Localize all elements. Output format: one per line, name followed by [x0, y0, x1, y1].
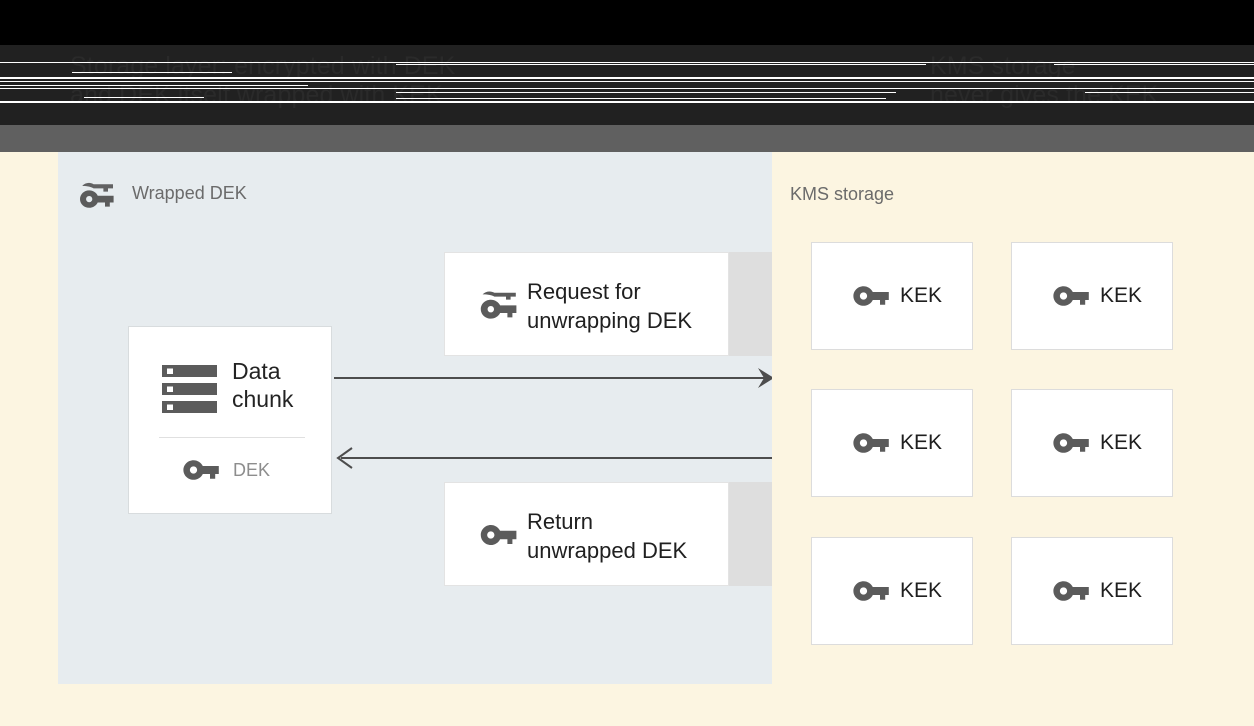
kek-label: KEK — [900, 284, 943, 307]
kek-box[interactable]: KEK — [1011, 242, 1173, 350]
kek-label: KEK — [900, 579, 943, 602]
request-message-label: Request for unwrapping DEK — [527, 279, 693, 333]
key-icon — [1052, 578, 1090, 604]
return-message-card[interactable]: Return unwrapped DEK — [444, 482, 729, 586]
request-message-card[interactable]: Request for unwrapping DEK — [444, 252, 729, 356]
kek-label: KEK — [1100, 284, 1143, 307]
key-icon — [1052, 283, 1090, 309]
data-chunk-card[interactable]: Data chunk DEK — [128, 326, 332, 514]
wrapped-key-icon — [479, 291, 521, 319]
key-icon — [852, 578, 890, 604]
header-black-band — [0, 0, 1254, 45]
scanline-artifact — [0, 88, 1254, 89]
key-icon — [479, 521, 521, 549]
return-arrow — [336, 447, 774, 469]
scanline-artifact — [0, 85, 308, 86]
kms-storage-panel-title: KMS storage — [790, 184, 895, 204]
wrapped-dek-panel-title: Wrapped DEK — [132, 183, 247, 203]
scanline-artifact — [0, 81, 1254, 82]
scanline-artifact — [396, 92, 896, 93]
kek-label: KEK — [1100, 431, 1143, 454]
kek-label: KEK — [900, 431, 943, 454]
header-right-title: KMS storage never gives the KEK — [930, 52, 1159, 109]
scanline-artifact — [1054, 64, 1254, 65]
scanline-artifact — [1085, 92, 1254, 93]
scanline-artifact — [0, 77, 1254, 79]
storage-chunk-icon — [162, 365, 217, 413]
header-left-title: Storage layer: encrypted with DEK and DE… — [70, 52, 456, 109]
scanline-artifact — [0, 101, 1254, 103]
kek-box[interactable]: KEK — [811, 389, 973, 497]
kek-box[interactable]: KEK — [1011, 389, 1173, 497]
key-icon — [852, 430, 890, 456]
key-icon — [182, 457, 220, 483]
kek-box[interactable]: KEK — [811, 537, 973, 645]
key-icon — [1052, 430, 1090, 456]
data-chunk-label: Data chunk — [232, 358, 294, 412]
data-card-divider — [159, 437, 305, 438]
scanline-artifact — [0, 62, 1254, 63]
scanline-artifact — [396, 98, 886, 99]
window-header-region: Storage layer: encrypted with DEK and DE… — [0, 0, 1254, 152]
return-message-label: Return unwrapped DEK — [527, 509, 688, 563]
key-icon — [852, 283, 890, 309]
scanline-artifact — [84, 97, 204, 98]
wrapped-key-icon — [78, 182, 118, 208]
dek-label: DEK — [233, 460, 271, 480]
kek-label: KEK — [1100, 579, 1143, 602]
kek-box[interactable]: KEK — [811, 242, 973, 350]
scanline-artifact — [72, 72, 232, 73]
kek-box[interactable]: KEK — [1011, 537, 1173, 645]
header-gray-strip — [0, 125, 1254, 152]
scanline-artifact — [396, 64, 926, 65]
request-arrow — [334, 368, 774, 388]
